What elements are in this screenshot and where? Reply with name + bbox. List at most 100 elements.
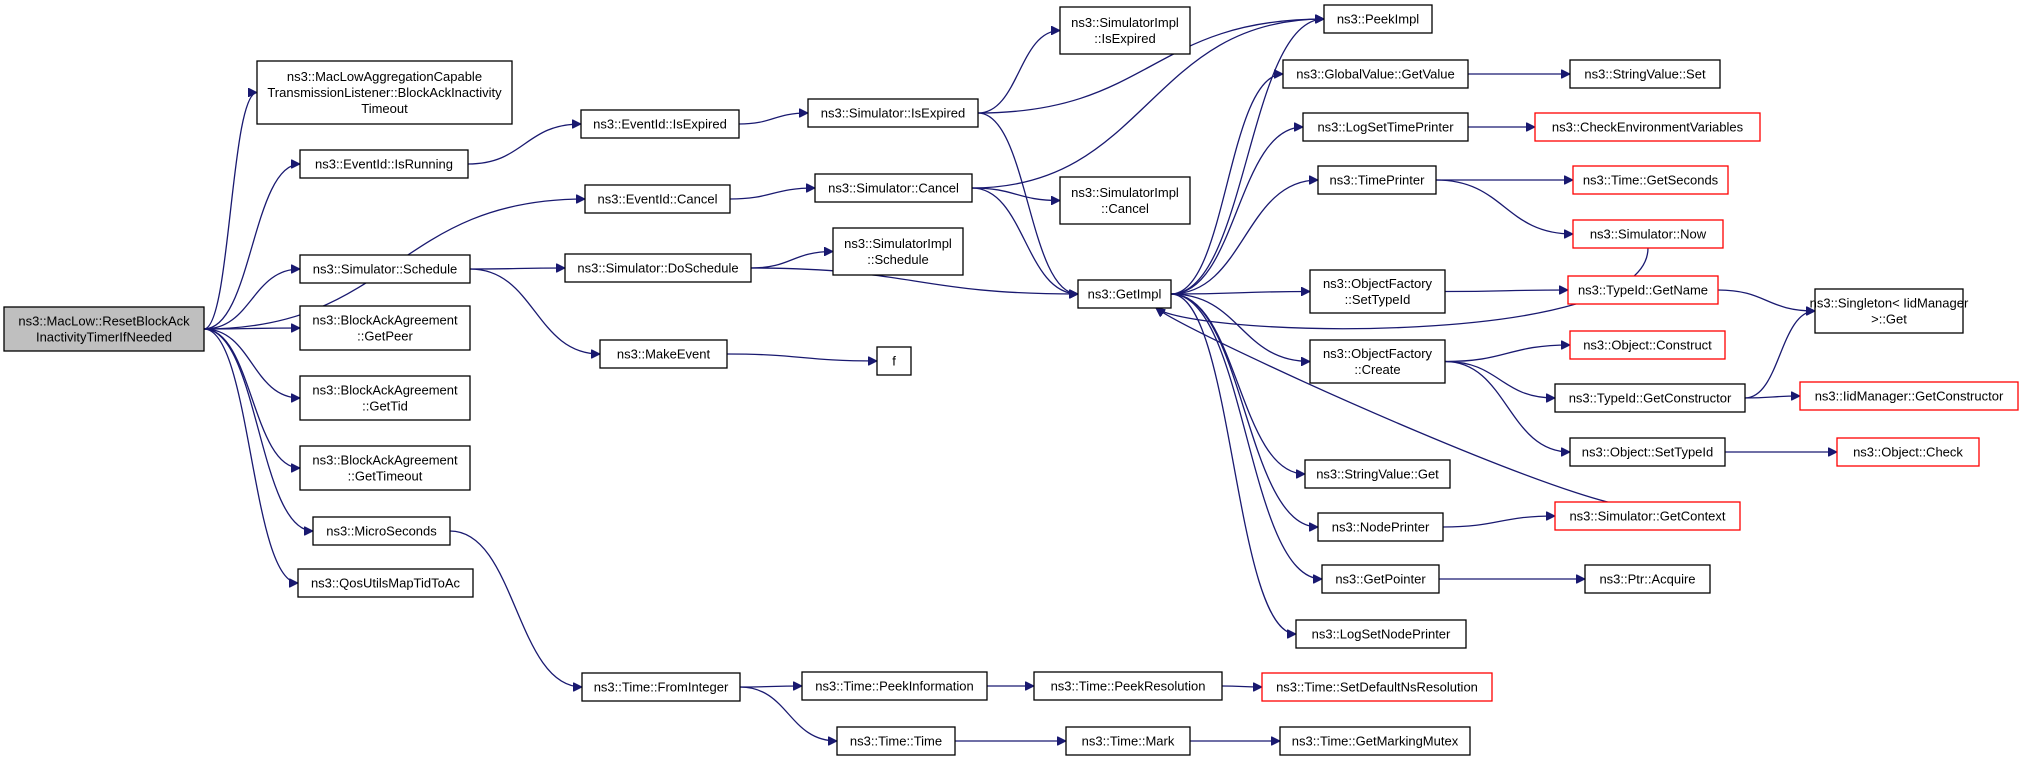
edge-root-to-isrunning [203, 164, 300, 330]
edge-root-to-schedule [203, 269, 300, 330]
node-getcontext[interactable]: ns3::Simulator::GetContext [1554, 501, 1741, 531]
node-box [1323, 4, 1433, 34]
node-box [1065, 726, 1191, 756]
node-box [1836, 437, 1980, 467]
node-box [814, 173, 973, 203]
node-label: ns3::GetPointer [1335, 572, 1426, 587]
node-isrunning[interactable]: ns3::EventId::IsRunning [299, 149, 469, 179]
node-box [297, 568, 474, 598]
edge-sim-cancel-to-peekimpl [971, 19, 1324, 189]
node-box [1799, 381, 2019, 411]
node-label: ns3::CheckEnvironmentVariables [1552, 120, 1744, 135]
node-sv-get[interactable]: ns3::StringValue::Get [1304, 459, 1451, 489]
node-listener[interactable]: ns3::MacLowAggregationCapableTransmissio… [256, 60, 513, 125]
node-label: ns3::Simulator::Schedule [313, 262, 458, 277]
edge-sim-isexpired-to-peekimpl [977, 19, 1324, 114]
node-gettid[interactable]: ns3::BlockAckAgreement::GetTid [299, 375, 471, 421]
node-cancel[interactable]: ns3::EventId::Cancel [584, 184, 731, 214]
node-peekres[interactable]: ns3::Time::PeekResolution [1033, 671, 1223, 701]
node-root[interactable]: ns3::MacLow::ResetBlockAckInactivityTime… [3, 306, 205, 352]
edge-getimpl-to-peekimpl [1170, 19, 1324, 295]
node-label: Timeout [361, 101, 408, 116]
node-peekimpl[interactable]: ns3::PeekImpl [1323, 4, 1433, 34]
node-sim-isexpired[interactable]: ns3::Simulator::IsExpired [807, 98, 979, 128]
node-qosutils[interactable]: ns3::QosUtilsMapTidToAc [297, 568, 474, 598]
edge-getimpl-to-nodeprinter [1170, 293, 1318, 527]
node-getpointer[interactable]: ns3::GetPointer [1321, 564, 1440, 594]
node-nodeprinter[interactable]: ns3::NodePrinter [1317, 512, 1444, 542]
node-box [564, 253, 752, 283]
node-label: ns3::MacLowAggregationCapable [287, 69, 482, 84]
node-obj-check[interactable]: ns3::Object::Check [1836, 437, 1980, 467]
node-makeevent[interactable]: ns3::MakeEvent [599, 339, 728, 369]
node-label: ns3::Object::Check [1853, 445, 1963, 460]
node-label: ::Schedule [867, 252, 928, 267]
node-peekinfo[interactable]: ns3::Time::PeekInformation [801, 671, 988, 701]
node-box [807, 98, 979, 128]
node-label: TransmissionListener::BlockAckInactivity [267, 85, 502, 100]
node-fromint[interactable]: ns3::Time::FromInteger [581, 672, 741, 702]
node-box [1033, 671, 1223, 701]
node-label: ns3::PeekImpl [1337, 12, 1419, 27]
node-label: ns3::IidManager::GetConstructor [1815, 389, 2004, 404]
node-impl-isexpired[interactable]: ns3::SimulatorImpl::IsExpired [1059, 6, 1191, 55]
node-label: ns3::Object::Construct [1583, 338, 1712, 353]
node-timeprinter[interactable]: ns3::TimePrinter [1317, 165, 1437, 195]
node-singleton[interactable]: ns3::Singleton< IidManager>::Get [1810, 288, 1969, 334]
node-construct[interactable]: ns3::Object::Construct [1569, 330, 1726, 360]
node-getname[interactable]: ns3::TypeId::GetName [1567, 275, 1719, 305]
node-box [581, 672, 741, 702]
edge-getimpl-to-logsettp [1170, 127, 1303, 295]
node-getmarkingmutex[interactable]: ns3::Time::GetMarkingMutex [1279, 726, 1471, 756]
node-getseconds[interactable]: ns3::Time::GetSeconds [1572, 165, 1729, 195]
node-logsettp[interactable]: ns3::LogSetTimePrinter [1302, 112, 1469, 142]
node-label: ns3::EventId::IsRunning [315, 157, 453, 172]
node-label: ns3::Time::Mark [1082, 734, 1175, 749]
edge-makeevent-to-f [726, 353, 877, 361]
node-mark[interactable]: ns3::Time::Mark [1065, 726, 1191, 756]
node-sim-now[interactable]: ns3::Simulator::Now [1572, 219, 1724, 249]
node-f[interactable]: f [876, 346, 912, 376]
node-box [599, 339, 728, 369]
node-box [1572, 219, 1724, 249]
node-acquire[interactable]: ns3::Ptr::Acquire [1584, 564, 1711, 594]
node-box [1317, 512, 1444, 542]
node-gettimeout[interactable]: ns3::BlockAckAgreement::GetTimeout [299, 445, 471, 491]
node-sv-set[interactable]: ns3::StringValue::Set [1569, 59, 1721, 89]
node-getpeer[interactable]: ns3::BlockAckAgreement::GetPeer [299, 305, 471, 351]
node-box [1569, 59, 1721, 89]
node-of-create[interactable]: ns3::ObjectFactory::Create [1309, 339, 1446, 384]
node-obj-settypeid[interactable]: ns3::Object::SetTypeId [1569, 437, 1726, 467]
node-box [1569, 437, 1726, 467]
edge-isexpired-to-sim-isexpired [738, 113, 808, 125]
node-box [1295, 619, 1467, 649]
edge-root-to-gettimeout [203, 328, 300, 468]
node-getconstructor[interactable]: ns3::TypeId::GetConstructor [1554, 383, 1746, 413]
node-box [584, 184, 731, 214]
node-schedule[interactable]: ns3::Simulator::Schedule [299, 254, 471, 284]
node-label: ns3::QosUtilsMapTidToAc [311, 576, 461, 591]
node-iid-getconstructor[interactable]: ns3::IidManager::GetConstructor [1799, 381, 2019, 411]
node-label: ns3::GlobalValue::GetValue [1296, 67, 1455, 82]
node-getimpl[interactable]: ns3::GetImpl [1077, 279, 1172, 309]
node-box [1317, 165, 1437, 195]
node-impl-cancel[interactable]: ns3::SimulatorImpl::Cancel [1059, 176, 1191, 225]
node-box [299, 305, 471, 351]
node-checkenv[interactable]: ns3::CheckEnvironmentVariables [1534, 112, 1761, 142]
node-label: f [892, 354, 896, 369]
node-gv-getvalue[interactable]: ns3::GlobalValue::GetValue [1282, 59, 1469, 89]
node-box [299, 375, 471, 421]
node-setdefres[interactable]: ns3::Time::SetDefaultNsResolution [1261, 672, 1493, 702]
node-label: ::Cancel [1101, 201, 1149, 216]
node-label: ns3::SimulatorImpl [1071, 15, 1179, 30]
node-isexpired[interactable]: ns3::EventId::IsExpired [580, 109, 740, 139]
node-box [1567, 275, 1719, 305]
node-impl-schedule[interactable]: ns3::SimulatorImpl::Schedule [832, 227, 964, 276]
node-logsetnp[interactable]: ns3::LogSetNodePrinter [1295, 619, 1467, 649]
edge-root-to-listener [203, 93, 258, 330]
node-sim-cancel[interactable]: ns3::Simulator::Cancel [814, 173, 973, 203]
node-doschedule[interactable]: ns3::Simulator::DoSchedule [564, 253, 752, 283]
node-of-settypeid[interactable]: ns3::ObjectFactory::SetTypeId [1309, 269, 1446, 314]
node-time-time[interactable]: ns3::Time::Time [836, 726, 956, 756]
node-microseconds[interactable]: ns3::MicroSeconds [312, 516, 451, 546]
